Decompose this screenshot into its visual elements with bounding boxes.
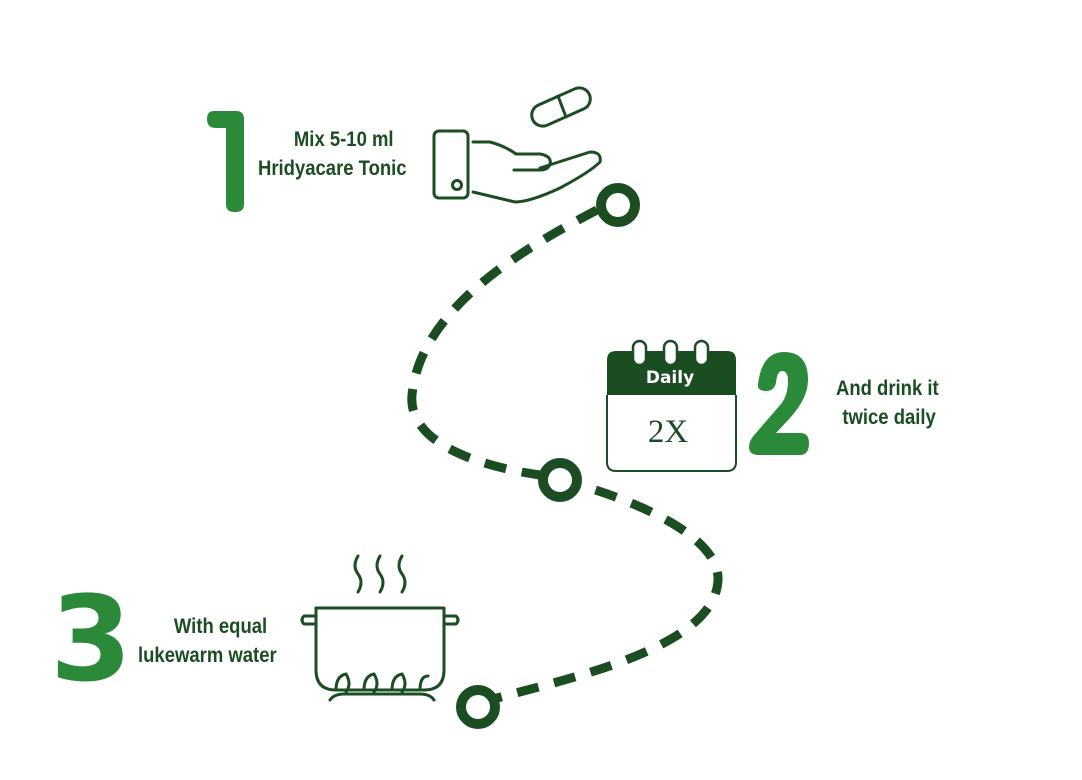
- step-number-3: 3: [50, 570, 133, 708]
- step-3-text: With equal lukewarm water: [138, 612, 277, 670]
- step-2-line-2: twice daily: [842, 406, 936, 429]
- calendar-header-label: Daily: [646, 368, 694, 388]
- waypoint-ring-3: [456, 685, 500, 729]
- step-1-line-2: Hridyacare Tonic: [258, 157, 407, 180]
- step-1-line-1: Mix 5-10 ml: [293, 128, 394, 151]
- waypoint-ring-1: [596, 183, 640, 227]
- calendar-value: 2X: [648, 414, 689, 450]
- dashed-path: [407, 206, 723, 705]
- step-1-text: Mix 5-10 ml Hridyacare Tonic: [258, 125, 407, 183]
- step-2-line-1: And drink it: [836, 377, 939, 400]
- step-3-line-1: With equal: [173, 615, 268, 638]
- step-3-line-2: lukewarm water: [138, 644, 277, 667]
- waypoint-ring-2: [538, 458, 582, 502]
- step-2-text: And drink it twice daily: [836, 374, 939, 432]
